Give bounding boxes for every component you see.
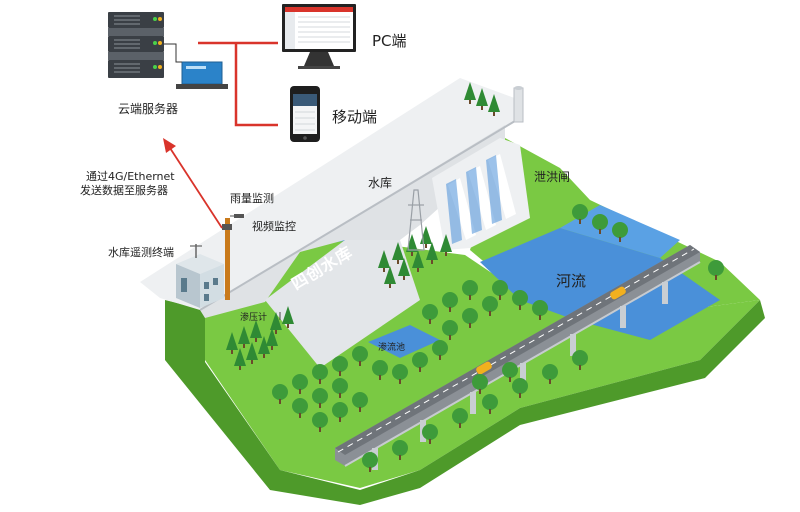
- river-water: [480, 228, 720, 340]
- dam: [140, 78, 530, 368]
- seepage-pool-label: 渗流池: [378, 343, 406, 353]
- monitoring-pole: [222, 214, 244, 300]
- car-icon: [610, 286, 626, 300]
- car-icon: [476, 361, 492, 375]
- pc-client-label: PC端: [372, 32, 407, 50]
- telemetry-station: [176, 244, 224, 308]
- monitor-icon: [282, 4, 356, 69]
- piezometer-label: 渗压计: [240, 313, 268, 323]
- transmission-label-line1: 通过4G/Ethernet: [86, 170, 175, 183]
- cloud-server-label: 云端服务器: [118, 102, 179, 116]
- river-label: 河流: [556, 272, 587, 290]
- seepage-pool-water: [368, 325, 440, 358]
- spillway-label: 泄洪闸: [534, 170, 571, 184]
- transmission-label-line2: 发送数据至服务器: [80, 184, 168, 197]
- camera-icon: [222, 224, 232, 230]
- mobile-client-label: 移动端: [332, 108, 378, 126]
- upload-arrow: [163, 138, 223, 229]
- video-monitor-label: 视频监控: [252, 220, 296, 233]
- transmission-tower: [407, 189, 425, 251]
- server-rack-icon: [108, 12, 228, 89]
- rain-monitor-label: 雨量监测: [230, 192, 274, 205]
- smartphone-icon: [290, 86, 320, 142]
- telemetry-terminal-label: 水库遥测终端: [108, 246, 174, 259]
- network-connectors: [198, 41, 278, 127]
- reservoir-label: 水库: [368, 176, 393, 190]
